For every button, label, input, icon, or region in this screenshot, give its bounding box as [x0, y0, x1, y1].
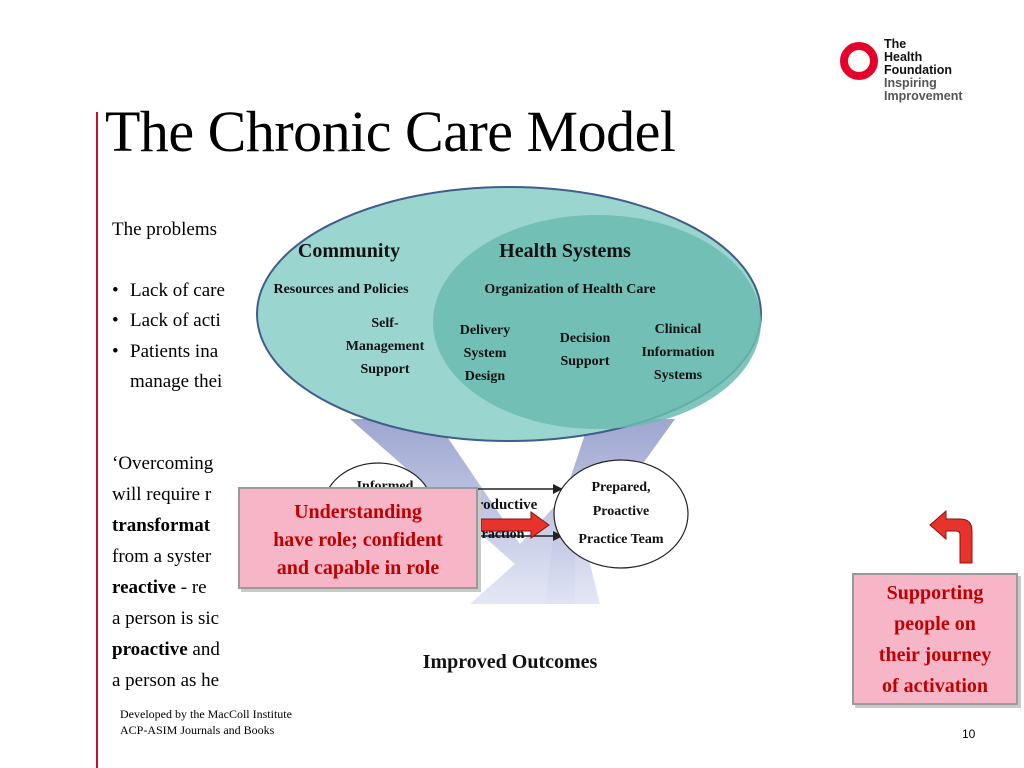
- red-right-arrow: [480, 511, 550, 539]
- callout-line: have role; confident: [273, 529, 443, 551]
- interaction-arrowhead-top: [553, 484, 563, 494]
- footer-line: Developed by the MacColl Institute: [120, 707, 292, 721]
- practice-team-ellipse: [553, 459, 689, 569]
- logo-line: Foundation: [884, 63, 953, 77]
- slide-title: The Chronic Care Model: [105, 99, 676, 164]
- organization-label: Organization of Health Care: [484, 282, 655, 297]
- quote-line: proactive and: [112, 634, 220, 665]
- clinical-line: Clinical: [655, 322, 702, 337]
- prepared-line: Prepared,: [592, 480, 651, 495]
- left-red-rule: [96, 112, 98, 768]
- logo-line: Inspiring: [884, 76, 937, 90]
- self-mgmt-line: Self-: [371, 316, 399, 331]
- logo-line: Health: [884, 50, 923, 64]
- quote-word-reactive: reactive: [112, 577, 176, 598]
- bullet-text: Lack of acti: [130, 310, 221, 331]
- quote-line: will require r: [112, 484, 212, 505]
- footer-line: ACP-ASIM Journals and Books: [120, 723, 275, 737]
- logo-line: Improvement: [884, 89, 963, 103]
- logo-text: The Health Foundation Inspiring Improvem…: [884, 38, 963, 103]
- chronic-care-model-diagram: Community Health Systems Resources and P…: [256, 186, 762, 673]
- health-foundation-logo: The Health Foundation Inspiring Improvem…: [840, 38, 990, 113]
- interaction-arrowhead-bottom: [553, 531, 563, 541]
- bullet-text: Lack of care: [130, 280, 225, 301]
- callout-line: people on: [894, 613, 976, 635]
- community-label: Community: [298, 240, 400, 262]
- bullet-item: •Patients ina: [112, 341, 219, 362]
- decision-line: Support: [560, 354, 609, 369]
- quote-line-rest: - re: [176, 577, 207, 598]
- page-number: 10: [962, 727, 976, 741]
- prepared-line: Practice Team: [578, 532, 663, 547]
- turn-up-arrow-icon: [929, 509, 973, 564]
- right-down-arrow: [545, 419, 675, 604]
- quote-line-bold: transformat: [112, 515, 211, 536]
- callout-line: of activation: [881, 675, 989, 697]
- health-systems-label: Health Systems: [499, 240, 631, 262]
- bullet-text: Patients ina: [130, 341, 219, 362]
- resources-label: Resources and Policies: [273, 282, 409, 297]
- callout-line: Understanding: [294, 501, 422, 523]
- callout-line: Supporting: [886, 582, 984, 604]
- callout-line: their journey: [878, 644, 992, 666]
- supporting-journey-callout: Supporting people on their journey of ac…: [852, 573, 1018, 705]
- delivery-line: Delivery: [460, 323, 511, 338]
- bullet-item: •Lack of acti: [112, 310, 221, 331]
- improved-outcomes-label: Improved Outcomes: [423, 651, 598, 673]
- logo-ring-icon: [840, 42, 878, 80]
- quote-line: from a syster: [112, 546, 212, 567]
- quote-line-rest: and: [187, 639, 220, 660]
- health-systems-ellipse: [433, 215, 761, 429]
- clinical-line: Systems: [654, 368, 703, 383]
- slide-footer: Developed by the MacColl Institute ACP-A…: [120, 706, 292, 738]
- quote-line: ‘Overcoming: [112, 453, 214, 474]
- logo-line: The: [884, 37, 907, 51]
- quote-line: a person as he: [112, 670, 220, 691]
- clinical-line: Information: [641, 345, 714, 360]
- callout-line: and capable in role: [276, 557, 440, 579]
- intro-text: The problems: [112, 219, 218, 240]
- bullet-item: •Lack of care: [112, 280, 225, 301]
- quote-line: reactive - re: [112, 572, 207, 603]
- quote-line: a person is sic: [112, 608, 220, 629]
- understanding-role-callout: Understanding have role; confident and c…: [238, 487, 478, 589]
- self-mgmt-line: Management: [346, 339, 425, 354]
- prepared-line: Proactive: [593, 504, 650, 519]
- bullet-continuation: manage thei: [130, 371, 223, 392]
- productive-label: roductive: [477, 497, 538, 513]
- quote-word-proactive: proactive: [112, 639, 188, 660]
- delivery-line: Design: [465, 369, 506, 384]
- self-mgmt-line: Support: [360, 362, 409, 377]
- decision-line: Decision: [560, 331, 611, 346]
- delivery-line: System: [464, 346, 507, 361]
